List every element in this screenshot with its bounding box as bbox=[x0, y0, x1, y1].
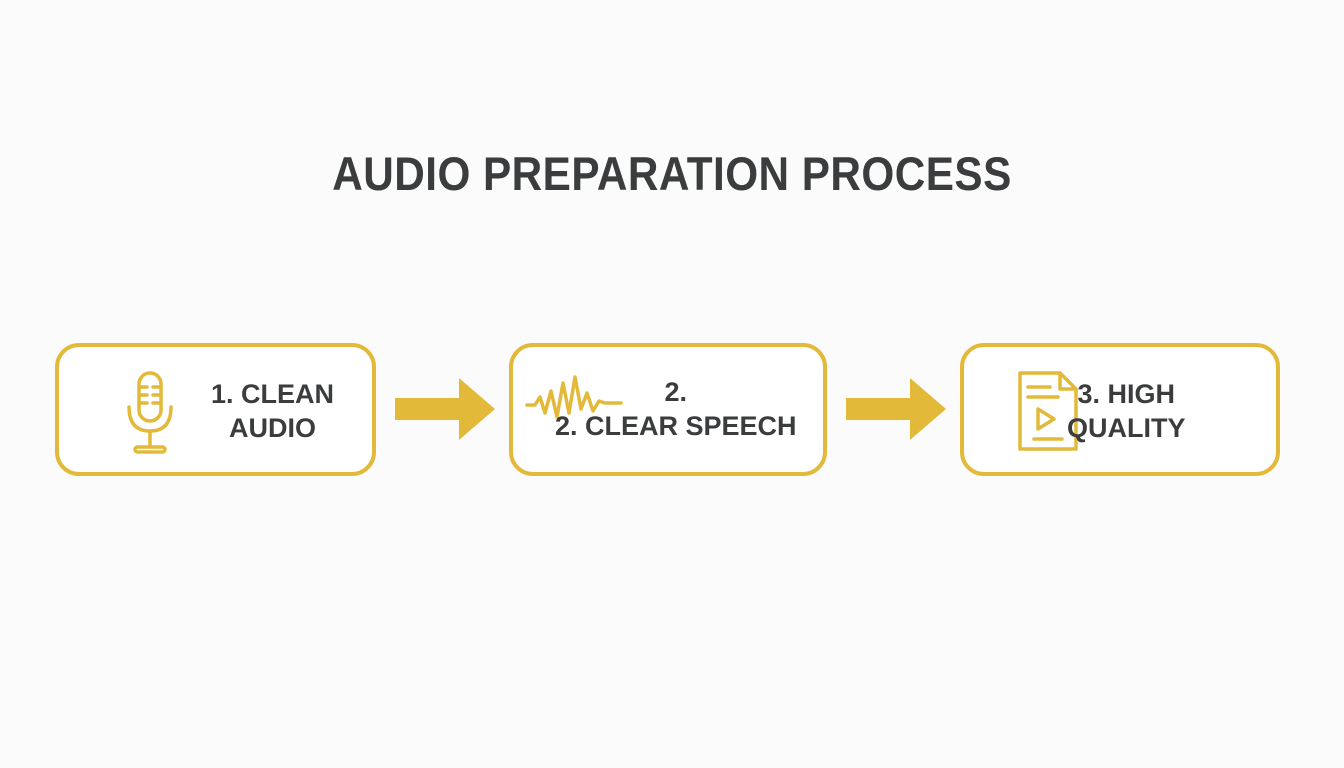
waveform-icon bbox=[525, 375, 623, 419]
step-clear-speech-label: 2. 2. CLEAR SPEECH bbox=[555, 375, 797, 443]
step-high-quality-label: 3. HIGH QUALITY bbox=[1067, 377, 1186, 445]
step-clean-audio-label: 1. CLEAN AUDIO bbox=[211, 377, 334, 445]
step-clear-speech: 2. 2. CLEAR SPEECH bbox=[509, 343, 827, 476]
step-clean-audio: 1. CLEAN AUDIO bbox=[55, 343, 376, 476]
step-high-quality: 3. HIGH QUALITY bbox=[960, 343, 1280, 476]
step-clear-speech-line1: 2. bbox=[664, 377, 688, 407]
arrow-right-icon bbox=[395, 378, 495, 440]
step-clear-speech-line2: 2. CLEAR SPEECH bbox=[555, 411, 797, 441]
step-high-quality-line1: 3. HIGH bbox=[1077, 379, 1176, 409]
video-file-icon bbox=[1018, 371, 1078, 451]
arrow-right-icon bbox=[846, 378, 946, 440]
step-clean-audio-line2: AUDIO bbox=[229, 413, 317, 443]
step-high-quality-line2: QUALITY bbox=[1067, 413, 1186, 443]
diagram-title: AUDIO PREPARATION PROCESS bbox=[332, 147, 1012, 200]
step-clean-audio-line1: 1. CLEAN bbox=[211, 379, 335, 409]
microphone-icon bbox=[127, 371, 173, 454]
